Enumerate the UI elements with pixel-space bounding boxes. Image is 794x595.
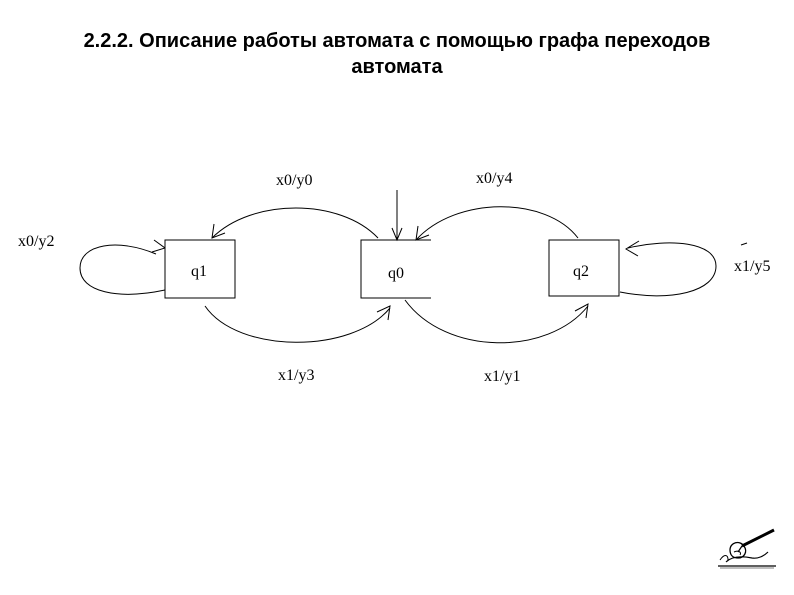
- slide-title: 2.2.2. Описание работы автомата с помощь…: [0, 28, 794, 80]
- edge-label-q0-to-q1: x0/y0: [276, 172, 312, 189]
- edge-q1-to-q0: [204, 305, 391, 343]
- edge-label-q2-self: x1/y5: [734, 258, 770, 275]
- edge-label-q1-self: x0/y2: [18, 233, 54, 250]
- edge-label-q0-to-q2: x1/y1: [484, 368, 520, 385]
- state-label-q2: q2: [573, 263, 589, 280]
- edge-q0-to-q1: [211, 207, 379, 239]
- loop-tick-mark: [740, 242, 748, 246]
- edge-q0-to-q2: [404, 299, 589, 344]
- state-q2: q2: [548, 239, 620, 297]
- state-q1: q1: [164, 239, 236, 299]
- state-label-q1: q1: [191, 263, 207, 280]
- edge-label-q1-to-q0: x1/y3: [278, 367, 314, 384]
- edge-q2-self-loop: [619, 240, 717, 297]
- edge-q2-to-q0: [415, 206, 579, 241]
- slide-title-line-2: автомата: [351, 56, 443, 78]
- state-q0: q0: [360, 239, 431, 299]
- initial-arrow: [391, 190, 403, 242]
- edge-q1-self-loop: [79, 239, 167, 295]
- edge-label-q2-to-q0: x0/y4: [476, 170, 512, 187]
- slide-title-line-1: 2.2.2. Описание работы автомата с помощь…: [83, 30, 711, 52]
- pen-writing-icon: [718, 528, 776, 569]
- state-label-q0: q0: [388, 265, 404, 282]
